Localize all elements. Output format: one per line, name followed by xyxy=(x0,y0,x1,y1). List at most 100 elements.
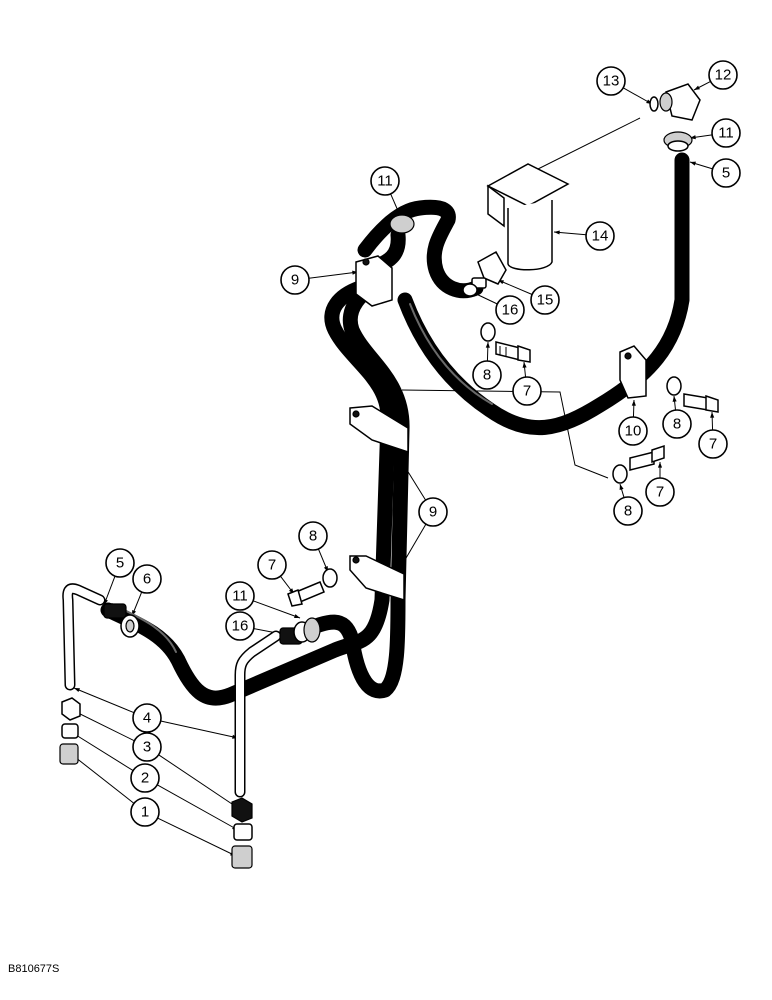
callout-leader xyxy=(252,600,301,619)
callout-label: 13 xyxy=(603,73,620,90)
callout-leader xyxy=(497,279,533,295)
connector-1-right xyxy=(231,845,253,869)
callout-arrowhead xyxy=(485,342,490,348)
washer-8-right xyxy=(666,376,682,396)
sleeve-2-right xyxy=(233,823,253,841)
callout-14: 14 xyxy=(585,221,615,251)
callout-label: 16 xyxy=(232,618,249,635)
callout-11: 11 xyxy=(225,581,255,611)
callout-7: 7 xyxy=(645,477,675,507)
clamp-11-right xyxy=(663,131,693,152)
callout-1: 1 xyxy=(130,797,160,827)
callout-arrowhead xyxy=(694,85,700,90)
callout-label: 7 xyxy=(268,557,276,574)
elbow-12 xyxy=(659,83,701,121)
callout-arrowhead xyxy=(619,484,624,490)
callout-arrowhead xyxy=(657,462,663,468)
callout-leader xyxy=(156,784,239,831)
sleeve-2-left xyxy=(61,723,79,739)
routing-line-cap xyxy=(519,117,641,179)
hose-return xyxy=(292,274,410,699)
callout-leader xyxy=(73,687,135,714)
callout-8: 8 xyxy=(662,409,692,439)
callout-arrowhead xyxy=(710,412,715,418)
callout-label: 14 xyxy=(592,228,609,245)
callout-15: 15 xyxy=(530,285,560,315)
callout-label: 11 xyxy=(377,173,393,190)
callout-label: 16 xyxy=(502,302,519,319)
callout-9: 9 xyxy=(418,497,448,527)
callout-label: 15 xyxy=(537,292,554,309)
clamp-11-upper xyxy=(389,214,415,234)
callout-3: 3 xyxy=(132,732,162,762)
washer-8-upper xyxy=(480,322,496,342)
callout-label: 11 xyxy=(718,125,734,142)
clamp-9-upper xyxy=(355,255,393,307)
reference-code: B810677S xyxy=(8,963,60,975)
callout-label: 6 xyxy=(143,571,151,588)
callout-label: 9 xyxy=(291,272,299,289)
callout-label: 8 xyxy=(624,503,632,520)
callout-label: 11 xyxy=(232,588,248,605)
callout-arrowhead xyxy=(522,362,527,368)
callout-label: 10 xyxy=(625,423,642,440)
hose-to-cooler xyxy=(397,152,690,436)
washer-8-lower xyxy=(322,568,338,588)
bolt-7-mid xyxy=(629,444,665,471)
callout-label: 5 xyxy=(116,555,124,572)
callout-leader xyxy=(158,754,239,809)
nut-3-left xyxy=(61,697,81,721)
bolt-7-upper xyxy=(495,341,531,363)
callout-13: 13 xyxy=(596,66,626,96)
callout-arrowhead xyxy=(554,230,560,235)
callout-4: 4 xyxy=(132,703,162,733)
callout-arrowhead xyxy=(690,161,696,166)
fitting-16-lower xyxy=(279,621,311,645)
callout-8: 8 xyxy=(613,496,643,526)
callout-arrowhead xyxy=(672,396,677,402)
callout-10: 10 xyxy=(618,416,648,446)
clamp-9-lower xyxy=(349,555,405,602)
connector-1-left xyxy=(59,743,79,765)
callout-7: 7 xyxy=(698,429,728,459)
callout-label: 3 xyxy=(143,739,151,756)
callout-label: 7 xyxy=(709,436,717,453)
clamp-11-lower xyxy=(303,617,321,643)
callout-2: 2 xyxy=(130,763,160,793)
fitting-16-upper xyxy=(462,283,478,297)
callout-8: 8 xyxy=(298,521,328,551)
bolt-7-lower xyxy=(287,581,325,607)
clamp-10 xyxy=(619,345,647,399)
callout-5: 5 xyxy=(711,158,741,188)
callout-arrowhead xyxy=(294,614,300,618)
oring-13 xyxy=(649,96,659,112)
callout-leader xyxy=(160,720,239,739)
callout-16: 16 xyxy=(225,611,255,641)
callout-5: 5 xyxy=(105,548,135,578)
callout-8: 8 xyxy=(472,360,502,390)
callout-label: 7 xyxy=(656,484,664,501)
callout-arrowhead xyxy=(631,400,636,406)
callout-label: 8 xyxy=(673,416,681,433)
fitting-6 xyxy=(103,603,140,638)
bolt-7-right xyxy=(683,393,719,413)
tube-right xyxy=(234,630,282,798)
cooler-14 xyxy=(486,163,570,271)
callout-leader xyxy=(308,271,359,279)
callout-label: 12 xyxy=(715,67,732,84)
callout-11: 11 xyxy=(370,166,400,196)
callout-label: 8 xyxy=(483,367,491,384)
callout-label: 4 xyxy=(143,710,151,727)
callout-11: 11 xyxy=(711,118,741,148)
callout-16: 16 xyxy=(495,295,525,325)
callout-9: 9 xyxy=(280,265,310,295)
callout-7: 7 xyxy=(512,376,542,406)
washer-8-mid xyxy=(612,464,628,484)
callout-label: 8 xyxy=(309,528,317,545)
callout-label: 5 xyxy=(722,165,730,182)
callout-leader xyxy=(157,817,237,857)
routing-line xyxy=(401,389,609,479)
callout-label: 1 xyxy=(141,804,149,821)
